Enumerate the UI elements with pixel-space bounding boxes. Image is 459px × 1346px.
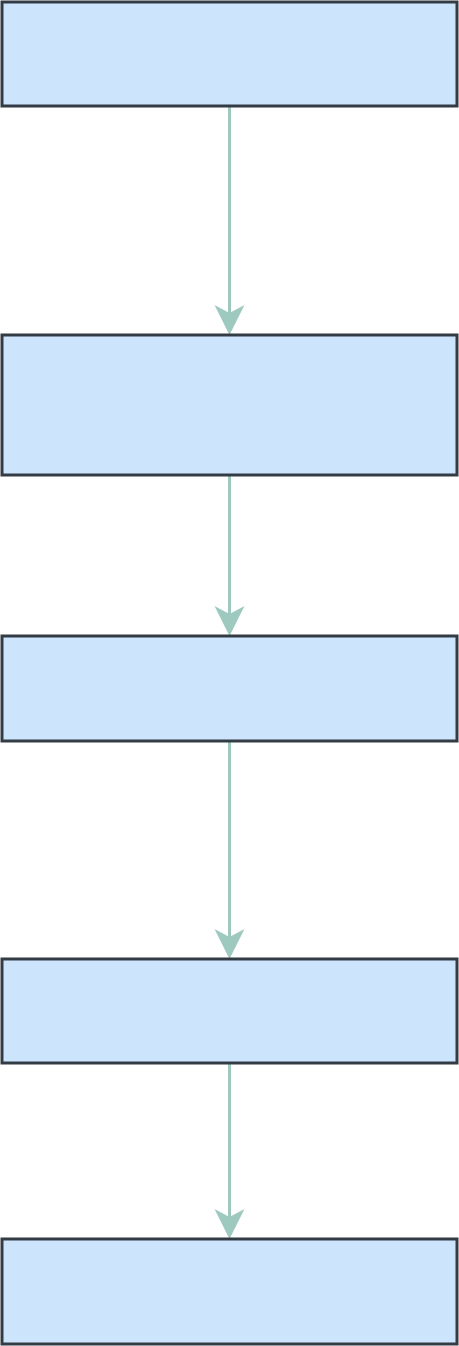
arrowhead-icon xyxy=(214,305,245,335)
flow-node-box xyxy=(0,333,459,477)
arrowhead-icon xyxy=(214,606,245,636)
flow-node-box xyxy=(0,957,459,1065)
flow-node-box xyxy=(0,634,459,743)
flow-node-box xyxy=(0,0,459,108)
flow-node-box xyxy=(0,1237,459,1346)
edge-arrow-2 xyxy=(214,475,245,636)
arrowhead-icon xyxy=(214,929,245,959)
arrowhead-icon xyxy=(214,1209,245,1239)
edge-arrow-3 xyxy=(214,741,245,959)
flow-node-2 xyxy=(0,333,459,477)
flow-node-3 xyxy=(0,634,459,743)
flow-node-1 xyxy=(0,0,459,108)
flow-node-4 xyxy=(0,957,459,1065)
edge-arrow-4 xyxy=(214,1063,245,1239)
edge-arrow-1 xyxy=(214,106,245,335)
flow-node-5 xyxy=(0,1237,459,1346)
